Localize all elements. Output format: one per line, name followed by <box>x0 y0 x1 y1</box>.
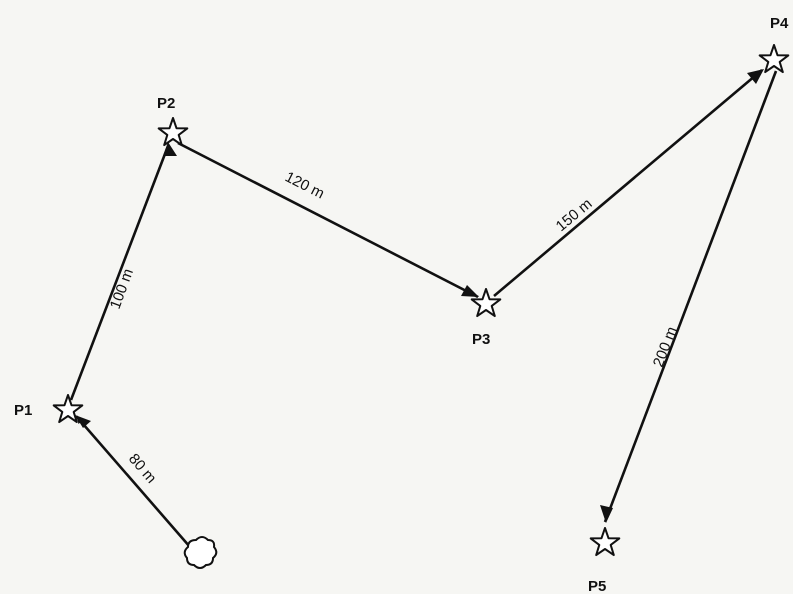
arrowhead-at-p4 <box>747 69 764 84</box>
star-p5-icon <box>589 527 621 557</box>
distance-p2-p3: 120 m <box>282 168 327 202</box>
distance-p4-p5: 200 m <box>650 324 681 369</box>
label-p4: P4 <box>770 15 789 32</box>
star-p2-icon <box>157 117 189 147</box>
label-p2: P2 <box>157 95 175 112</box>
star-p4-icon <box>758 44 790 74</box>
distance-start-p1: 80 m <box>125 450 160 486</box>
leg-p4-to-p5 <box>603 70 778 523</box>
label-p5: P5 <box>588 578 606 594</box>
arrowhead-at-p5 <box>600 505 613 523</box>
arrowhead-at-p1 <box>75 415 91 428</box>
label-p1: P1 <box>14 402 32 419</box>
leg-start-to-p1 <box>75 415 192 549</box>
arrowhead-at-p2 <box>163 142 177 156</box>
star-p3-icon <box>470 288 502 318</box>
start-marker-icon <box>183 536 218 569</box>
leg-p2-to-p3 <box>177 141 479 299</box>
star-p1-icon <box>52 394 84 424</box>
arrowhead-at-p3 <box>461 285 479 297</box>
distance-p1-p2: 100 m <box>107 266 137 311</box>
label-p3: P3 <box>472 331 490 348</box>
leg-p3-to-p4 <box>493 69 763 297</box>
leg-p1-to-p2 <box>69 145 170 401</box>
